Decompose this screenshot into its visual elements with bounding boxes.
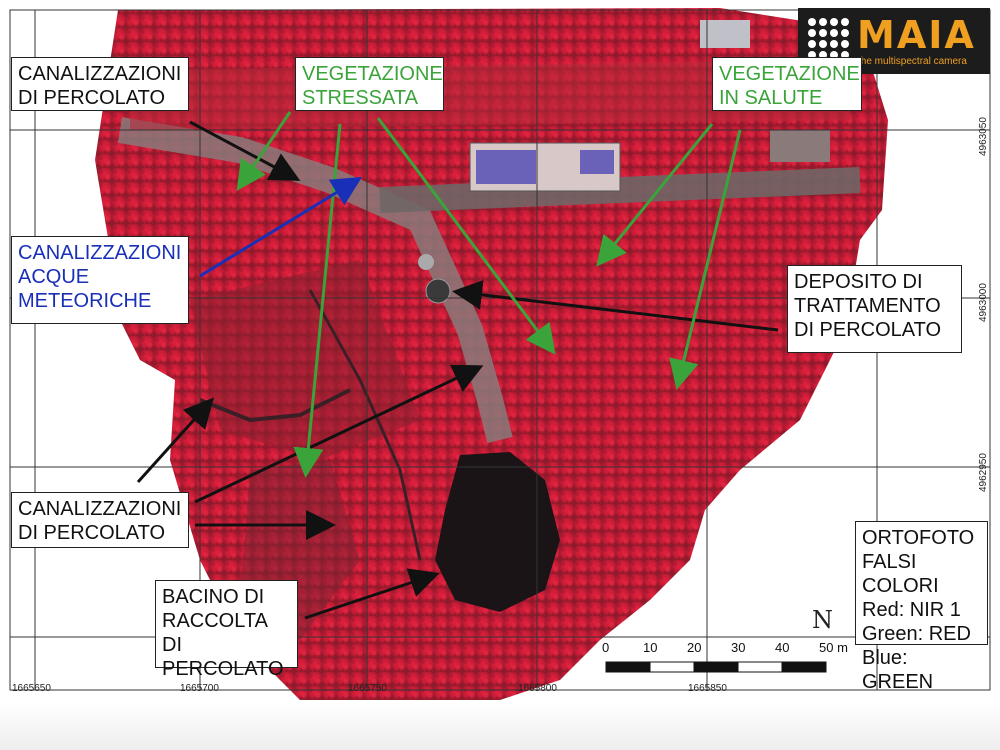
building-2 <box>770 130 830 162</box>
building-roof-1 <box>476 150 536 184</box>
arrow-rainwater <box>199 176 363 278</box>
arrow-stressed-3 <box>376 117 556 355</box>
arrow-healthy-2 <box>669 129 742 390</box>
leachate-basin <box>435 452 560 612</box>
north-arrow-label: N <box>812 606 833 634</box>
label-canalizzazioni-acque-meteoriche: CANALIZZAZIONI ACQUE METEORICHE <box>11 236 189 324</box>
label-bacino-raccolta: BACINO DI RACCOLTA DI PERCOLATO <box>155 580 298 680</box>
x-coordinate-label: 1665750 <box>348 683 387 694</box>
arrow-deposit <box>452 279 779 332</box>
deposit-tank <box>425 278 451 304</box>
arrow-healthy-1 <box>596 123 714 267</box>
scale-label: 50 m <box>819 640 848 655</box>
label-vegetazione-stressata: VEGETAZIONE STRESSATA <box>295 57 444 111</box>
scale-label: 0 <box>602 640 610 655</box>
logo-dots-icon <box>808 18 849 59</box>
label-canalizzazioni-percolato-top: CANALIZZAZIONI DI PERCOLATO <box>11 57 189 111</box>
label-canalizzazioni-percolato-bottom: CANALIZZAZIONI DI PERCOLATO <box>11 492 189 548</box>
deposit-tank-2 <box>418 254 434 270</box>
logo-tagline: the multispectral camera <box>858 56 967 67</box>
arrow-canal-left <box>136 397 215 484</box>
x-coordinate-label: 1665650 <box>12 683 51 694</box>
logo-wordmark: MAIA <box>857 13 976 57</box>
page-bottom-band <box>0 702 1000 750</box>
scale-bar <box>605 661 827 673</box>
scale-label: 30 <box>731 640 746 655</box>
channel-2 <box>308 289 422 561</box>
scale-label: 10 <box>643 640 658 655</box>
y-coordinate-label: 4963000 <box>978 283 989 322</box>
arrow-basin <box>304 568 440 620</box>
channel <box>199 388 351 423</box>
stressed-vegetation-area <box>190 260 420 460</box>
y-coordinate-label: 4962950 <box>978 453 989 492</box>
scale-label: 40 <box>775 640 790 655</box>
label-vegetazione-in-salute: VEGETAZIONE IN SALUTE <box>712 57 862 111</box>
scale-label: 20 <box>687 640 702 655</box>
legend-ortofoto: ORTOFOTO FALSI COLORI Red: NIR 1 Green: … <box>855 521 988 693</box>
x-coordinate-label: 1665800 <box>518 683 557 694</box>
y-coordinate-label: 4963050 <box>978 117 989 156</box>
building-roof-2 <box>580 150 614 174</box>
x-coordinate-label: 1665700 <box>180 683 219 694</box>
arrow-canal-bottom-1 <box>194 364 484 504</box>
label-deposito-trattamento: DEPOSITO DI TRATTAMENTO DI PERCOLATO <box>787 265 962 353</box>
arrow-stressed-1 <box>236 111 292 191</box>
building-3 <box>700 20 750 48</box>
x-coordinate-label: 1665850 <box>688 683 727 694</box>
arrow-canal-top <box>189 120 301 181</box>
